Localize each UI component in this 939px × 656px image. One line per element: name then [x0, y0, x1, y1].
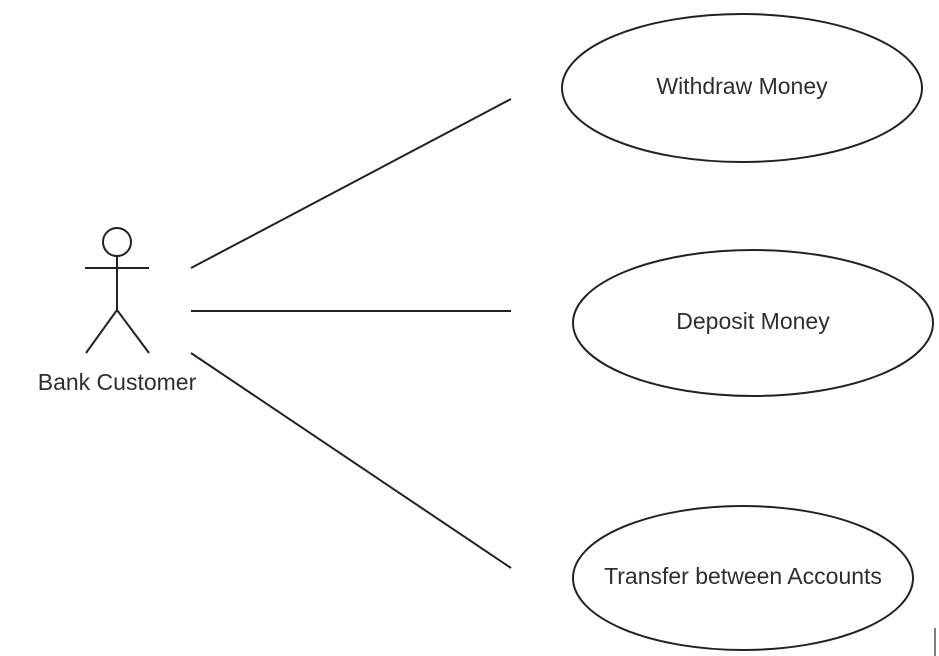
use-case-label: Withdraw Money [656, 73, 828, 99]
use-case-label: Deposit Money [676, 308, 830, 334]
actor-left-leg [85, 309, 118, 354]
actor-label: Bank Customer [38, 369, 197, 395]
use-case-label: Transfer between Accounts [604, 563, 882, 589]
actor-head [102, 227, 132, 257]
actor-right-leg [116, 309, 150, 354]
use-case-ellipse [572, 249, 934, 397]
use-case-transfer-between-accounts: Transfer between Accounts [572, 505, 914, 651]
use-case-deposit-money: Deposit Money [572, 249, 934, 397]
use-case-withdraw-money: Withdraw Money [561, 13, 923, 163]
use-case-ellipse [572, 505, 914, 651]
association-transfer [190, 352, 512, 569]
use-case-ellipse [561, 13, 923, 163]
association-withdraw [190, 98, 512, 269]
stick-figure-actor-icon [85, 227, 150, 354]
